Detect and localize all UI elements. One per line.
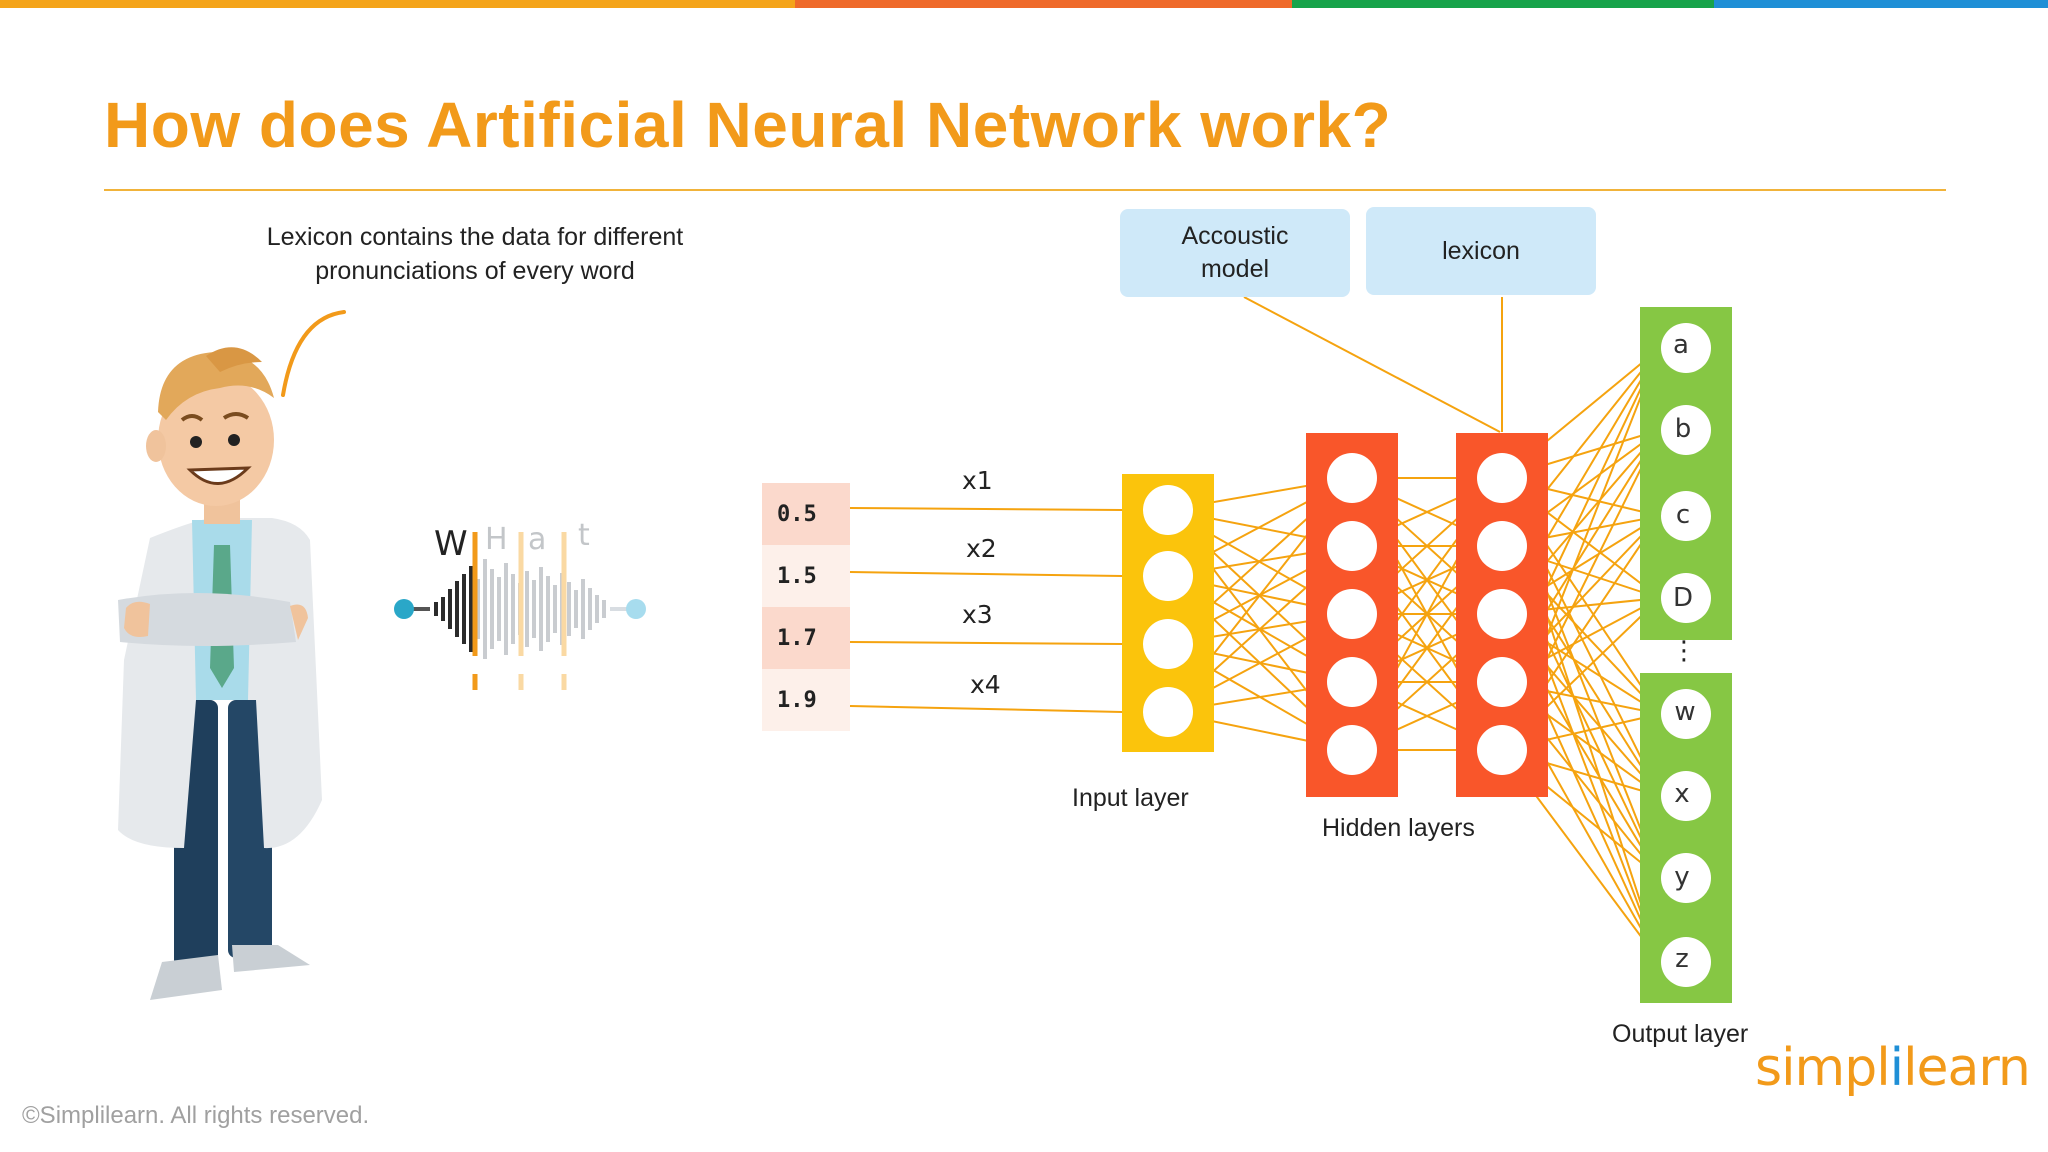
hidden-layers-label: Hidden layers [1322, 814, 1475, 842]
input-cell-bg-3 [762, 607, 850, 669]
hidden-node [1327, 725, 1377, 775]
hidden-node [1477, 725, 1527, 775]
wave-letter-a: a [528, 522, 547, 557]
strip-segment-blue [1714, 0, 2048, 8]
strip-segment-green [1292, 0, 1714, 8]
acoustic-model-label: Accoustic model [1181, 222, 1289, 283]
copyright-footer: ©Simplilearn. All rights reserved. [22, 1102, 370, 1129]
input-node [1143, 551, 1193, 601]
output-node [1661, 573, 1711, 623]
output-node [1661, 491, 1711, 541]
acoustic-model-box: Accoustic model [1120, 209, 1350, 297]
input-node [1143, 619, 1193, 669]
input-value: 1.5 [777, 563, 817, 589]
output-layer-label: Output layer [1612, 1020, 1749, 1048]
input-cell-bg-1 [762, 483, 850, 545]
input-value: 0.5 [777, 501, 817, 527]
logo-part-right: learn [1903, 1038, 2031, 1098]
output-node [1661, 853, 1711, 903]
output-node-label: w [1674, 697, 1696, 727]
input-arrow [849, 641, 1123, 645]
output-node [1661, 405, 1711, 455]
input-arrow [849, 571, 1123, 577]
top-color-strip [0, 0, 2048, 8]
hidden-node [1327, 521, 1377, 571]
input-layer-label: Input layer [1072, 784, 1189, 812]
network-nodes [1143, 323, 1711, 987]
output-node [1661, 323, 1711, 373]
scientist-illustration [118, 347, 322, 1000]
hidden-node [1327, 657, 1377, 707]
wave-letter-t: t [578, 518, 590, 553]
output-node-label: D [1672, 583, 1694, 613]
output-node [1661, 689, 1711, 739]
input-values-table: 0.5 1.5 1.7 1.9 [762, 483, 850, 731]
output-node-label: b [1674, 414, 1692, 444]
hidden-node [1327, 589, 1377, 639]
acoustic-arrow [1243, 296, 1501, 433]
callout-line-2: pronunciations of every word [315, 257, 635, 285]
strip-segment-red [795, 0, 1292, 8]
lexicon-box: lexicon [1366, 207, 1596, 295]
input-label-x4: x4 [970, 670, 1001, 699]
output-node-label: y [1674, 862, 1690, 892]
curved-arrow-icon [281, 310, 346, 397]
sound-wave-icon [394, 532, 646, 690]
callout-line-1: Lexicon contains the data for different [266, 223, 684, 251]
logo-part-left: simpl [1755, 1038, 1891, 1098]
input-node [1143, 687, 1193, 737]
lexicon-callout: Lexicon contains the data for different … [200, 220, 750, 288]
output-node [1661, 771, 1711, 821]
hidden-node [1327, 453, 1377, 503]
input-label-x2: x2 [966, 534, 997, 563]
input-arrow [849, 705, 1123, 713]
input-arrow [849, 507, 1123, 511]
wave-letter-w: W [434, 524, 468, 564]
output-node-label: a [1673, 330, 1689, 360]
hidden-node [1477, 657, 1527, 707]
input-value: 1.9 [777, 687, 817, 713]
output-node [1661, 937, 1711, 987]
input-value: 1.7 [777, 625, 817, 651]
wave-letter-h: H [485, 522, 508, 557]
logo-part-i: i [1889, 1038, 1904, 1098]
output-node-label: z [1675, 944, 1689, 974]
hidden-node [1477, 521, 1527, 571]
input-node [1143, 485, 1193, 535]
lexicon-label: lexicon [1442, 236, 1520, 265]
simplilearn-logo: simplilearn [1755, 1038, 2031, 1098]
output-ellipsis: ⋮ [1671, 636, 1697, 666]
output-node-label: x [1674, 779, 1690, 809]
input-cell-bg-4 [762, 669, 850, 731]
input-label-x1: x1 [962, 466, 993, 495]
strip-segment-orange [0, 0, 795, 8]
slide-title: How does Artificial Neural Network work? [104, 89, 1392, 161]
input-label-x3: x3 [962, 600, 993, 629]
input-cell-bg-2 [762, 545, 850, 607]
title-underline [104, 189, 1946, 191]
hidden-node [1477, 453, 1527, 503]
hidden-node [1477, 589, 1527, 639]
output-node-label: c [1675, 500, 1691, 530]
